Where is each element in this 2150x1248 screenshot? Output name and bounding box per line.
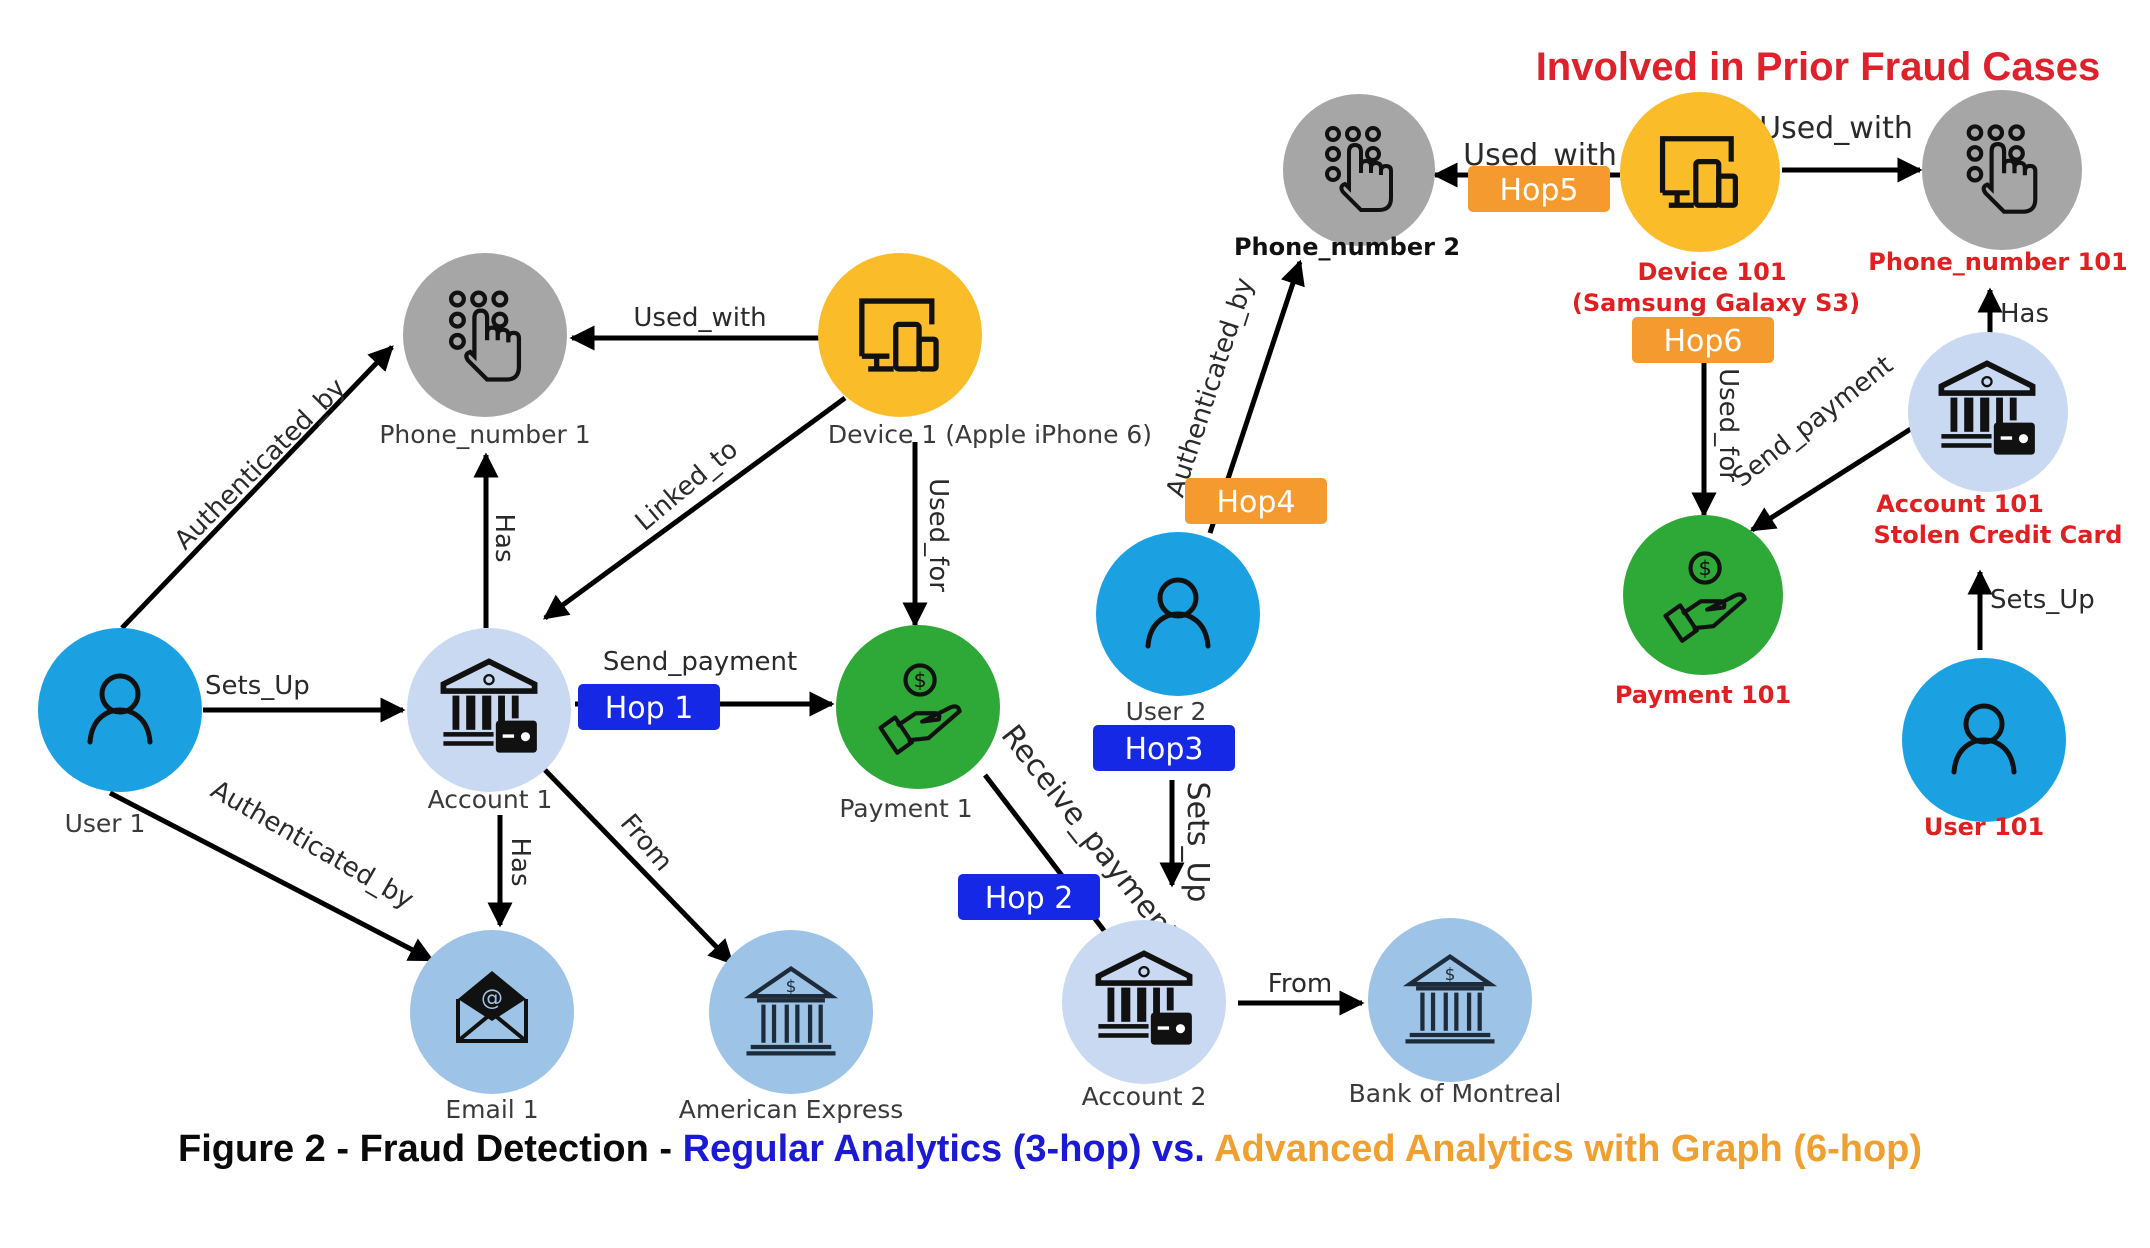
node-user101[interactable]: User 101: [1902, 658, 2066, 841]
node-payment1[interactable]: Payment 1: [836, 625, 1000, 823]
edge-label-account101-phone101: Has: [2000, 299, 2049, 329]
edge-device1-account1: [542, 395, 847, 621]
node-phone2[interactable]: Phone_number 2: [1234, 94, 1460, 261]
edge-label-account1-amex: From: [614, 809, 678, 878]
node-label-account101: Account 101: [1876, 490, 2044, 518]
edge-label-user1-account1: Sets_Up: [205, 671, 310, 701]
node-label-account1: Account 1: [428, 785, 553, 814]
node-label-user101: User 101: [1924, 813, 2044, 841]
node-account1[interactable]: Account 1: [407, 628, 571, 814]
edge-label-user1-email1: Authenticated_by: [205, 775, 418, 915]
node-user1[interactable]: User 1: [38, 628, 202, 838]
node-email1[interactable]: Email 1: [410, 930, 574, 1124]
node-label-account2: Account 2: [1082, 1082, 1207, 1111]
edge-account101-payment101: [1749, 422, 1919, 533]
svg-text:Hop4: Hop4: [1216, 485, 1295, 520]
node-label-device101-model: (Samsung Galaxy S3): [1572, 289, 1860, 317]
node-amex[interactable]: American Express: [679, 930, 904, 1124]
node-label-phone2: Phone_number 2: [1234, 233, 1460, 261]
node-payment101[interactable]: Payment 101: [1615, 515, 1791, 709]
node-label-user2: User 2: [1126, 697, 1207, 726]
svg-text:Hop5: Hop5: [1499, 173, 1578, 208]
node-label-account101-status: Stolen Credit Card: [1874, 521, 2123, 549]
edge-label-account1-phone1: Has: [489, 513, 519, 562]
node-user2[interactable]: User 2: [1096, 532, 1260, 726]
svg-text:Hop 1: Hop 1: [605, 691, 694, 726]
hop-badge-3: Hop3: [1093, 725, 1235, 771]
edge-label-account2-bmo: From: [1268, 969, 1332, 999]
edge-label-user2-account2: Sets_Up: [1180, 782, 1215, 903]
edge-label-device101-payment101: Used_for: [1713, 368, 1743, 482]
node-label-phone1: Phone_number 1: [379, 420, 590, 449]
hop-badge-5: Hop5: [1468, 166, 1610, 212]
edge-label-account101-payment101: Send_payment: [1727, 350, 1899, 493]
node-account2[interactable]: Account 2: [1062, 920, 1226, 1111]
node-bmo[interactable]: Bank of Montreal: [1349, 918, 1562, 1108]
edge-label-account1-email1: Has: [505, 837, 535, 886]
hop-badge-1: Hop 1: [578, 684, 720, 730]
edge-label-device1-payment1: Used_for: [923, 478, 953, 592]
node-label-email1: Email 1: [445, 1095, 538, 1124]
edge-payment1-account2: [983, 773, 1127, 960]
figure-caption: Figure 2 - Fraud Detection - Regular Ana…: [178, 1128, 1922, 1171]
edge-account1-amex: [543, 768, 734, 965]
svg-text:Hop 2: Hop 2: [985, 881, 1074, 916]
node-phone1[interactable]: Phone_number 1: [379, 253, 591, 449]
fraud-cases-banner: Involved in Prior Fraud Cases: [1536, 45, 2101, 89]
node-label-payment101: Payment 101: [1615, 681, 1791, 709]
hop-badge-6: Hop6: [1632, 317, 1774, 363]
node-device101[interactable]: Device 101 (Samsung Galaxy S3): [1572, 92, 1860, 317]
edge-label-device101-phone101: Used_with: [1759, 111, 1913, 146]
node-label-payment1: Payment 1: [839, 794, 972, 823]
node-label-device1: Device 1 (Apple iPhone 6): [828, 420, 1152, 449]
edge-user1-email1: [108, 790, 435, 963]
caption-prefix: Figure 2 - Fraud Detection -: [178, 1128, 683, 1170]
svg-text:Hop3: Hop3: [1124, 732, 1203, 767]
svg-text:Hop6: Hop6: [1663, 324, 1742, 359]
edge-label-user101-account101: Sets_Up: [1990, 585, 2095, 615]
node-phone101[interactable]: Phone_number 101: [1868, 90, 2128, 276]
node-label-device101: Device 101: [1637, 258, 1786, 286]
node-label-phone101: Phone_number 101: [1868, 248, 2127, 276]
edge-label-account1-payment1: Send_payment: [603, 647, 797, 677]
node-account101[interactable]: Account 101 Stolen Credit Card: [1874, 332, 2123, 549]
hop-badge-2: Hop 2: [958, 874, 1100, 920]
node-label-bmo: Bank of Montreal: [1349, 1079, 1562, 1108]
edge-label-device1-phone1: Used_with: [633, 303, 766, 333]
caption-separator: [1205, 1128, 1214, 1170]
edge-label-user2-phone2: Authenticated_by: [1161, 274, 1260, 501]
caption-regular-analytics: Regular Analytics (3-hop) vs.: [682, 1128, 1205, 1170]
node-label-user1: User 1: [65, 809, 146, 838]
node-device1[interactable]: Device 1 (Apple iPhone 6): [818, 253, 1152, 449]
caption-advanced-analytics: Advanced Analytics with Graph (6-hop): [1214, 1128, 1923, 1170]
edge-user1-phone1: [120, 345, 394, 630]
node-label-amex: American Express: [679, 1095, 904, 1124]
hop-badge-4: Hop4: [1185, 478, 1327, 524]
edge-label-user1-phone1: Authenticated_by: [169, 373, 352, 556]
